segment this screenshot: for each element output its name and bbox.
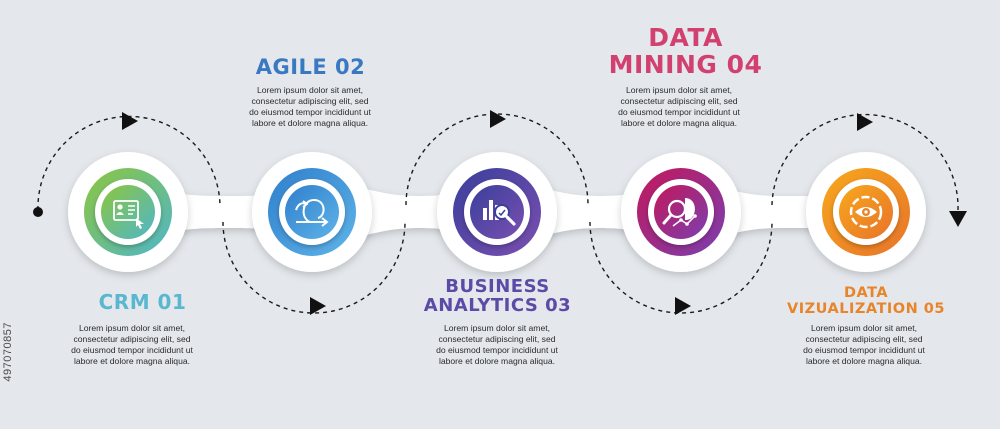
step-description-business-analytics: Lorem ipsum dolor sit amet, consectetur … <box>422 323 572 367</box>
step-title-line: MINING 04 <box>608 50 763 79</box>
step-title-line: BUSINESS <box>445 276 550 297</box>
step-node-4 <box>621 152 741 272</box>
arrowhead-4 <box>675 297 691 315</box>
flow-arc-5 <box>771 113 959 211</box>
description-line: do eiusmod tempor incididunt ut <box>803 345 925 355</box>
description-line: labore et dolore magna aliqua. <box>438 356 556 366</box>
step-node-icon-badge <box>101 185 155 239</box>
description-line: Lorem ipsum dolor sit amet, <box>256 85 364 95</box>
arrowhead-1 <box>122 112 138 130</box>
flow-arc-1 <box>37 115 221 211</box>
description-line: Lorem ipsum dolor sit amet, <box>625 85 733 95</box>
step-title-line: ANALYTICS 03 <box>423 295 572 317</box>
agile-loop-arrow-icon <box>295 198 329 227</box>
description-line: do eiusmod tempor incididunt ut <box>249 107 371 117</box>
step-title-line: VIZUALIZATION 05 <box>787 300 945 317</box>
step-node-icon-badge <box>285 185 339 239</box>
description-line: labore et dolore magna aliqua. <box>805 356 923 366</box>
step-title-line: DATA <box>843 285 889 301</box>
step-node-1 <box>68 152 188 272</box>
flow-arc-4 <box>589 221 773 314</box>
description-line: consectetur adipiscing elit, sed <box>620 96 738 106</box>
step-title-business-analytics: BUSINESS ANALYTICS 03 <box>410 277 585 316</box>
analytics-magnifier-chart-icon <box>483 200 516 226</box>
step-title-data-vizualization: DATA VIZUALIZATION 05 <box>776 285 956 317</box>
description-line: Lorem ipsum dolor sit amet, <box>443 323 551 333</box>
description-line: Lorem ipsum dolor sit amet, <box>810 323 918 333</box>
flow-start-dot <box>33 207 43 217</box>
description-line: do eiusmod tempor incididunt ut <box>436 345 558 355</box>
step-node-3 <box>437 152 557 272</box>
description-line: labore et dolore magna aliqua. <box>73 356 191 366</box>
description-line: consectetur adipiscing elit, sed <box>251 96 369 106</box>
description-line: consectetur adipiscing elit, sed <box>73 334 191 344</box>
description-line: do eiusmod tempor incididunt ut <box>618 107 740 117</box>
arrowhead-2 <box>310 297 326 315</box>
description-line: labore et dolore magna aliqua. <box>251 118 369 128</box>
flow-arrows <box>37 113 959 314</box>
arrowhead-3 <box>490 110 506 128</box>
stock-image-id: 497070857 <box>2 322 14 382</box>
data-mining-search-icon <box>662 198 697 227</box>
flow-arc-3 <box>405 113 589 206</box>
step-node-2 <box>252 152 372 272</box>
description-line: consectetur adipiscing elit, sed <box>438 334 556 344</box>
step-node-5 <box>806 152 926 272</box>
step-title-line: DATA <box>648 23 723 52</box>
step-title-data-mining: DATA MINING 04 <box>598 24 773 78</box>
step-title-agile: AGILE 02 <box>255 55 366 79</box>
step-node-icon-badge <box>654 185 708 239</box>
eye-visualization-icon <box>849 195 883 229</box>
arrowhead-6 <box>949 211 967 227</box>
description-line: do eiusmod tempor incididunt ut <box>71 345 193 355</box>
step-description-crm: Lorem ipsum dolor sit amet, consectetur … <box>57 323 207 367</box>
description-line: labore et dolore magna aliqua. <box>620 118 738 128</box>
step-description-data-vizualization: Lorem ipsum dolor sit amet, consectetur … <box>789 323 939 367</box>
arrowhead-5 <box>857 113 873 131</box>
step-description-agile: Lorem ipsum dolor sit amet, consectetur … <box>235 85 385 129</box>
flow-arrowheads <box>122 110 967 315</box>
description-line: consectetur adipiscing elit, sed <box>805 334 923 344</box>
flow-arc-2 <box>222 221 406 314</box>
crm-card-icon <box>113 200 144 229</box>
step-title-crm: CRM 01 <box>98 290 187 314</box>
step-description-data-mining: Lorem ipsum dolor sit amet, consectetur … <box>604 85 754 129</box>
description-line: Lorem ipsum dolor sit amet, <box>78 323 186 333</box>
